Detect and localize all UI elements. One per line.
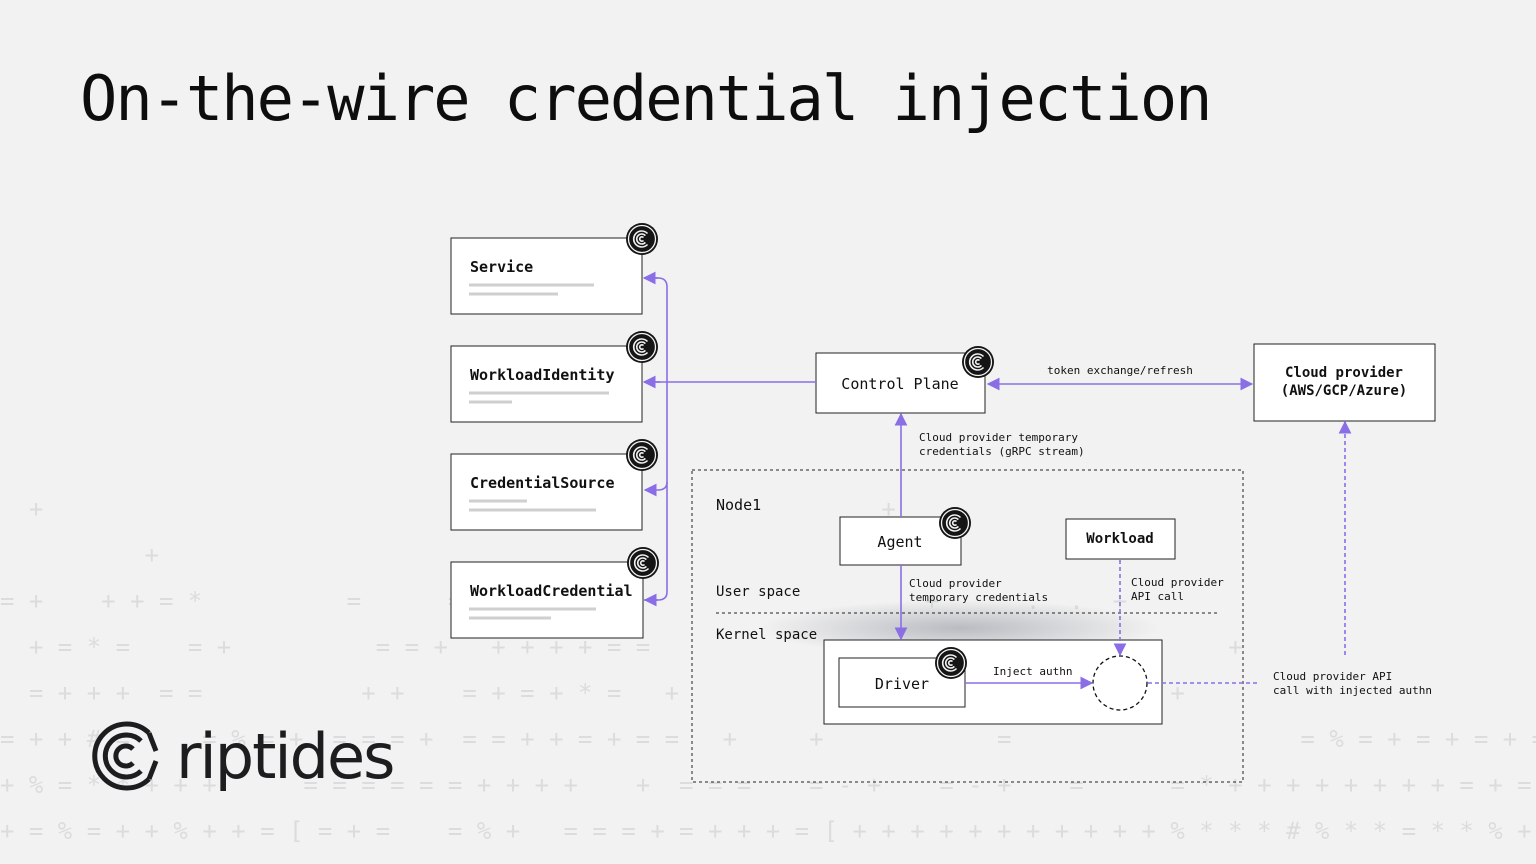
temp-credentials-label-line2: temporary credentials	[909, 591, 1048, 604]
workload-box: Workload	[1065, 518, 1176, 560]
card-workload-credential-label: WorkloadCredential	[470, 582, 633, 600]
user-space-label: User space	[716, 584, 800, 600]
agent-label: Agent	[877, 533, 922, 551]
card-credential-source: CredentialSource	[450, 453, 643, 531]
card-service-label: Service	[470, 258, 533, 276]
api-call-label-line2: API call	[1131, 590, 1184, 603]
brand-wordmark: riptides	[176, 719, 395, 793]
riptides-badge-icon	[626, 546, 660, 580]
riptides-badge-icon	[934, 646, 968, 680]
riptides-badge-icon	[938, 506, 972, 540]
card-workload-identity-label: WorkloadIdentity	[470, 366, 615, 384]
node1-label: Node1	[716, 496, 761, 514]
riptides-badge-icon	[625, 438, 659, 472]
card-service: Service	[450, 237, 643, 315]
slide-title: On-the-wire credential injection	[80, 62, 1212, 135]
token-exchange-label: token exchange/refresh	[1047, 364, 1193, 377]
brand-logo: riptides	[90, 716, 395, 796]
riptides-logo-icon	[92, 721, 159, 791]
control-plane-label: Control Plane	[841, 375, 958, 393]
card-workload-credential: WorkloadCredential	[450, 561, 644, 639]
workload-label: Workload	[1086, 531, 1153, 547]
kernel-space-label: Kernel space	[716, 627, 817, 643]
riptides-badge-icon	[625, 222, 659, 256]
riptides-badge-icon	[625, 330, 659, 364]
arrow-bus-vertical	[644, 277, 668, 601]
cloud-provider-label: Cloud provider	[1285, 365, 1403, 381]
injection-point	[1092, 655, 1148, 711]
grpc-credentials-label-line1: Cloud provider temporary	[919, 431, 1078, 444]
card-workload-identity: WorkloadIdentity	[450, 345, 643, 423]
temp-credentials-label-line1: Cloud provider	[909, 577, 1002, 590]
injected-call-label-line2: call with injected authn	[1273, 684, 1432, 697]
injected-call-label-line1: Cloud provider API	[1273, 670, 1392, 683]
riptides-badge-icon	[961, 345, 995, 379]
cloud-provider-sublabel: (AWS/GCP/Azure)	[1281, 383, 1407, 399]
inject-authn-label: Inject authn	[993, 665, 1072, 678]
cloud-provider-box: Cloud provider (AWS/GCP/Azure)	[1253, 343, 1436, 422]
arrow-bus-credential-source	[643, 481, 668, 497]
control-plane-box: Control Plane	[815, 352, 986, 414]
grpc-credentials-label-line2: credentials (gRPC stream)	[919, 445, 1085, 458]
card-credential-source-label: CredentialSource	[470, 474, 615, 492]
api-call-label-line1: Cloud provider	[1131, 576, 1224, 589]
driver-label: Driver	[875, 675, 929, 693]
